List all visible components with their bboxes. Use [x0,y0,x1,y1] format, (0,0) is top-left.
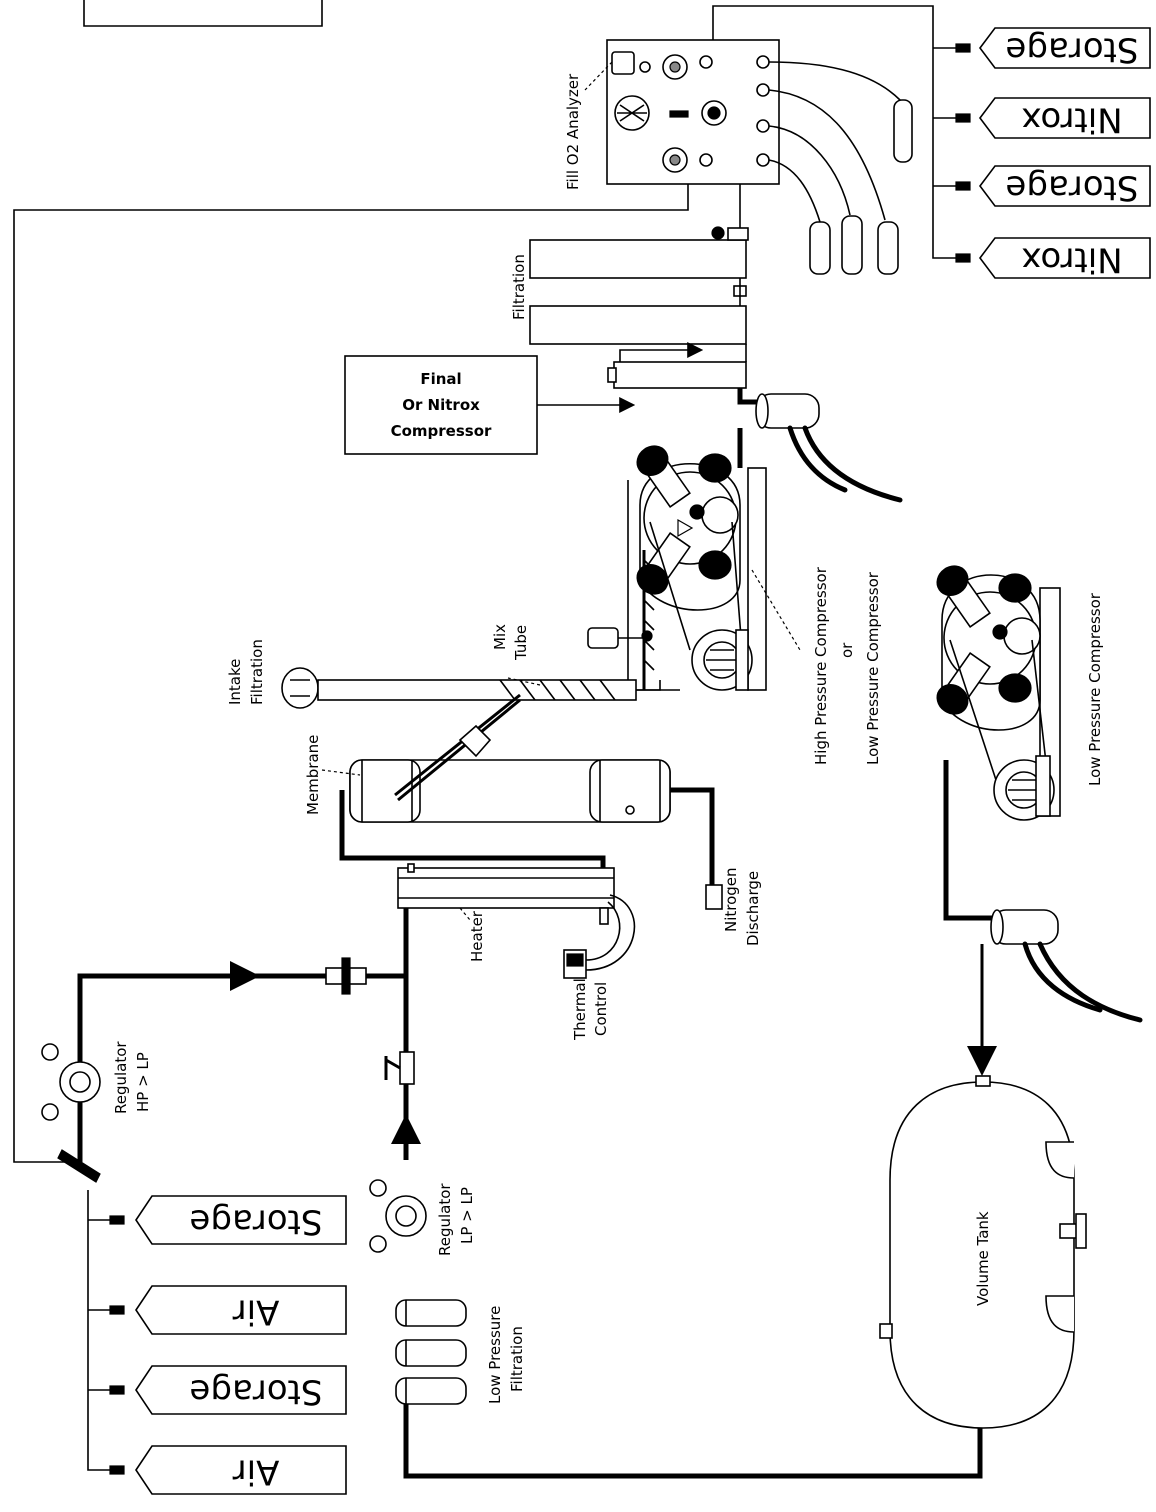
cylinder-label: Air [233,1292,280,1332]
low-pressure-compressor [936,565,1061,821]
cylinder-label: Air [233,1452,280,1492]
high-pressure-compressor [627,445,767,691]
membrane [349,693,671,823]
intake-filtration [281,667,637,709]
fill-o2-analyzer-panel [606,39,780,185]
cylinder-label: Nitrox [1021,240,1122,280]
low-pressure-filtration-label-line1: Low Pressure [486,1306,504,1404]
thermal-control [563,894,636,979]
cylinder-nitrox-1: Nitrox [955,97,1151,140]
inline-valve [384,1051,415,1085]
mix-tube-label-line2: Tube [512,625,530,661]
cylinder-air-1: Air [109,1285,347,1335]
cylinder-label: Storage [1005,168,1138,208]
cylinder-storage-4: Storage [109,1365,347,1415]
regulator-hp-lp [41,1043,101,1121]
low-pressure-compressor-label: Low Pressure Compressor [1086,592,1104,786]
cylinder-air-2: Air [109,1445,347,1495]
nitrogen-discharge-label-line2: Discharge [744,871,762,946]
low-pressure-filtration [395,1299,467,1405]
hp-lp-compressor-label-line3: Low Pressure Compressor [864,571,882,765]
top-left-box [83,0,323,27]
final-compressor-label-line1: Final [420,370,461,388]
nitrogen-discharge-label-line1: Nitrogen [722,867,740,932]
cylinders-top-right: Storage Nitrox Storage Nitrox [955,27,1151,280]
regulator-lp-lp-label-line1: Regulator [436,1183,454,1256]
small-cylinders [809,99,913,275]
heater [397,863,615,925]
regulator-lp-lp-label-line2: LP > LP [458,1187,476,1244]
regulator-hp-lp-label-line2: HP > LP [134,1052,152,1112]
final-compressor-label-line2: Or Nitrox [402,396,480,414]
cylinder-label: Storage [189,1202,322,1242]
intake-filtration-label-line2: Filtration [248,639,266,705]
filtration-housings [529,226,749,389]
final-compressor-motor [755,393,820,429]
membrane-label: Membrane [304,735,322,815]
cylinder-nitrox-2: Nitrox [955,237,1151,280]
thermal-control-label-line1: Thermal [571,978,589,1041]
volume-tank-label: Volume Tank [974,1211,992,1306]
cylinder-label: Storage [1005,30,1138,70]
nitrogen-discharge-valve [705,884,723,910]
cylinder-storage-3: Storage [109,1195,347,1245]
intake-filtration-label-line1: Intake [226,659,244,705]
low-pressure-motor [990,909,1059,945]
cylinder-label: Storage [189,1372,322,1412]
hp-lp-compressor-label-line1: High Pressure Compressor [812,566,830,765]
inline-filter [325,957,367,995]
thermal-control-label-line2: Control [592,982,610,1036]
volume-tank [879,1075,1087,1429]
cylinder-storage-2: Storage [955,165,1151,208]
heater-label: Heater [468,910,486,962]
final-compressor-label-box: Final Or Nitrox Compressor [344,355,538,455]
mix-tube [499,550,661,701]
hp-lp-compressor-label-line2: or [838,642,856,658]
filtration-label: Filtration [510,254,528,320]
cylinder-label: Nitrox [1021,100,1122,140]
low-pressure-filtration-label-line2: Filtration [508,1326,526,1392]
return-line [13,184,689,1163]
cylinder-storage-1: Storage [955,27,1151,70]
final-compressor-label-line3: Compressor [391,422,492,440]
regulator-lp-lp [369,1179,427,1253]
mix-tube-label-line1: Mix [491,624,509,650]
fill-o2-analyzer-label: Fill O2 Analyzer [564,73,582,190]
regulator-hp-lp-label-line1: Regulator [112,1041,130,1114]
compressor-gauge [587,627,653,649]
cylinders-bottom-left: Storage Air Storage Air [109,1195,347,1495]
